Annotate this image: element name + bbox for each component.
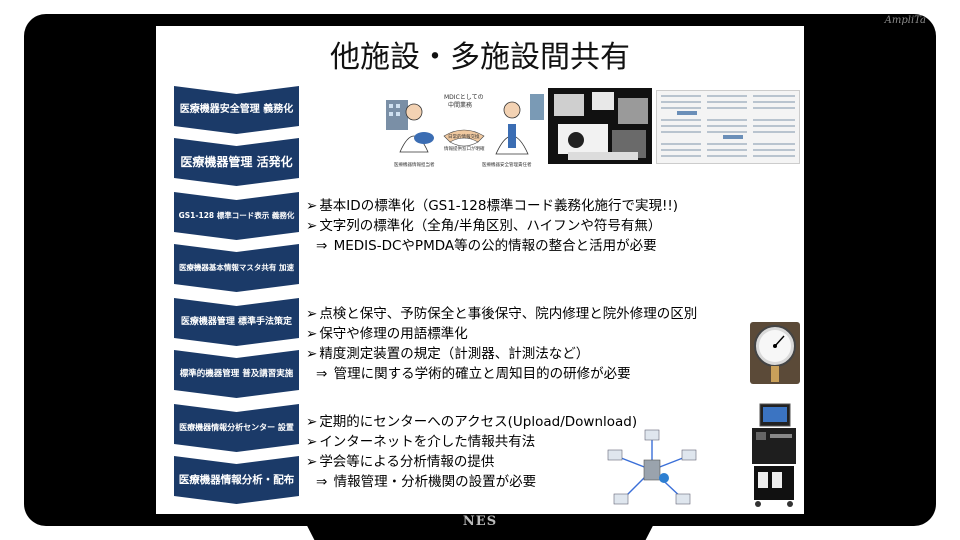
section3-line-3: ➢学会等による分析情報の提供: [306, 454, 495, 470]
hospital-room-photo: [548, 88, 652, 164]
step-label: 医療機器情報分析・配布: [178, 473, 295, 486]
illustration-label: MDICとしての: [444, 94, 484, 101]
section3-conclusion: ⇒ 情報管理・分析機関の設置が必要: [316, 474, 537, 490]
step-label: 医療機器管理 活発化: [180, 155, 293, 169]
step-5-arrow: 医療機器管理 標準手法策定: [174, 298, 299, 346]
section1-line-1: ➢基本IDの標準化（GS1-128標準コード義務化施行で実現!!): [306, 198, 679, 214]
illustration-label: 情報提供窓口が明確: [444, 147, 485, 152]
bullet-arrow-icon: ➢: [306, 306, 318, 322]
section3-line-2: ➢インターネットを介した情報共有法: [306, 434, 536, 450]
bullet-arrow-icon: ➢: [306, 218, 318, 234]
network-diagram: [602, 424, 702, 510]
step-7-arrow: 医療機器情報分析センター 設置: [174, 404, 299, 452]
bullet-arrow-icon: ➢: [306, 434, 318, 450]
bottom-logo: NES: [462, 514, 498, 529]
section2-conclusion: ⇒ 管理に関する学術的確立と周知目的の研修が必要: [316, 366, 631, 382]
step-4-arrow: 医療機器基本情報マスタ共有 加速: [174, 244, 299, 292]
step-label: 医療機器基本情報マスタ共有 加速: [178, 263, 295, 273]
section3-line-1: ➢定期的にセンターへのアクセス(Upload/Download): [306, 414, 638, 430]
step-label: 医療機器情報分析センター 設置: [179, 423, 294, 432]
implies-arrow-icon: ⇒: [316, 238, 328, 254]
step-label: 医療機器管理 標準手法策定: [180, 316, 293, 327]
section2-line-1: ➢点検と保守、予防保全と事後保守、院内修理と院外修理の区別: [306, 306, 698, 322]
bullet-arrow-icon: ➢: [306, 346, 318, 362]
step-6-arrow: 標準的機器管理 普及講習実施: [174, 350, 299, 398]
pressure-gauge-photo: [750, 322, 800, 384]
staff-exchange-illustration: MDICとしての 中間業務 日常的情報交換 情報提供窓口が明確 医療機器情報担当…: [384, 90, 546, 170]
step-label: 医療機器安全管理 義務化: [179, 104, 294, 115]
implies-arrow-icon: ⇒: [316, 474, 328, 490]
step-8-arrow: 医療機器情報分析・配布: [174, 456, 299, 504]
illustration-label: 日常的情報交換: [448, 135, 480, 140]
implies-arrow-icon: ⇒: [316, 366, 328, 382]
bullet-arrow-icon: ➢: [306, 326, 318, 342]
analysis-machine-photo: [746, 400, 800, 510]
slide: 他施設・多施設間共有 医療機器安全管理 義務化 医療機器管理 活発化 GS1-1…: [156, 26, 804, 514]
step-label: 標準的機器管理 普及講習実施: [179, 368, 294, 379]
illustration-caption: 医療機器情報担当者: [394, 163, 435, 168]
bullet-arrow-icon: ➢: [306, 454, 318, 470]
illustration-label: 中間業務: [448, 102, 473, 109]
step-1-arrow: 医療機器安全管理 義務化: [174, 86, 299, 134]
step-3-arrow: GS1-128 標準コード表示 義務化: [174, 192, 299, 240]
section2-line-3: ➢精度測定装置の規定（計測器、計測法など）: [306, 346, 590, 362]
illustration-caption: 医療機器安全管理責任者: [482, 163, 532, 168]
document-forms-image: [656, 90, 800, 164]
bullet-arrow-icon: ➢: [306, 198, 318, 214]
step-2-arrow: 医療機器管理 活発化: [174, 138, 299, 186]
bottom-tab: [300, 512, 660, 540]
slide-title: 他施設・多施設間共有: [330, 40, 630, 75]
section1-conclusion: ⇒ MEDIS-DCやPMDA等の公的情報の整合と活用が必要: [316, 238, 657, 254]
corner-logo: AmpliTa: [884, 15, 926, 26]
section1-line-2: ➢文字列の標準化（全角/半角区別、ハイフンや符号有無）: [306, 218, 662, 234]
step-label: GS1-128 標準コード表示 義務化: [178, 211, 295, 221]
section2-line-2: ➢保守や修理の用語標準化: [306, 326, 468, 342]
bullet-arrow-icon: ➢: [306, 414, 318, 430]
